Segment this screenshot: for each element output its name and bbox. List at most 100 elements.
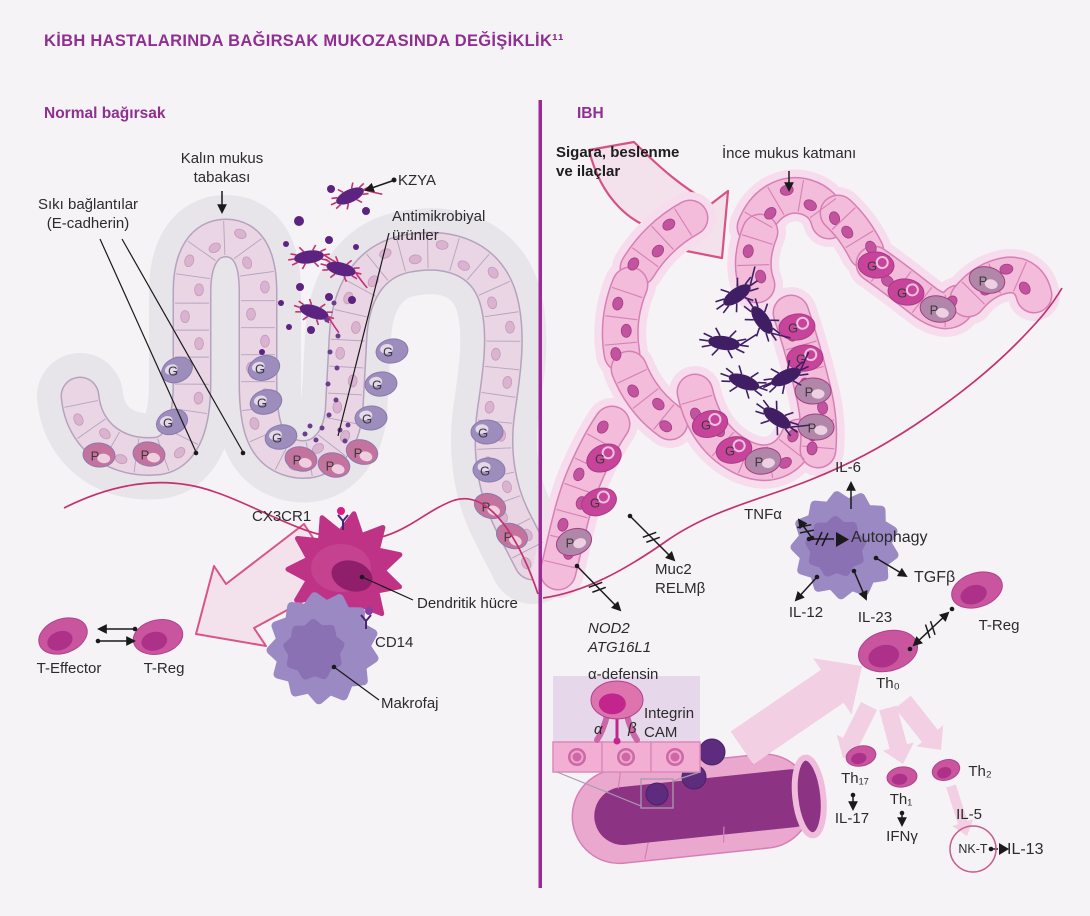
il23-arrow [853,570,868,601]
inset-lymphocyte [590,680,644,720]
t-reg-cell-right [951,571,1003,609]
svg-text:P: P [91,449,100,464]
svg-text:P: P [504,530,513,545]
nod2-arrow [576,565,622,612]
label-antimicrobial: Antimikrobiyal ürünler [392,208,486,244]
svg-text:G: G [590,496,600,511]
panel-divider [538,100,542,888]
svg-text:G: G [788,321,798,336]
page-title: KİBH HASTALARINDA BAĞIRSAK MUKOZASINDA D… [44,32,564,50]
macrophage-cell-right [790,491,899,600]
svg-text:P: P [805,385,814,400]
svg-text:P: P [808,421,817,436]
svg-text:G: G [595,452,605,467]
muc2-arrow [629,515,676,562]
label-t-effector: T-Effector [36,660,102,677]
zoom-callout-box [640,778,674,809]
nkt-cell-ring [949,825,997,873]
label-smoking-diet-drugs: Sigara, beslenme ve ilaçlar [556,144,680,180]
label-ifng: IFNγ [886,828,918,845]
label-il17: IL-17 [834,810,870,827]
th2-cell [931,759,961,781]
t-reg-cell-left [132,619,184,655]
svg-text:G: G [168,364,178,379]
panel-header-normal: Normal bağırsak [44,105,166,122]
label-tnfa: TNFα [744,506,782,523]
svg-text:G: G [701,418,711,433]
svg-text:G: G [478,426,488,441]
label-integrin-beta: β [628,720,637,737]
label-il13: IL-13 [1007,841,1044,858]
integrin-receptor-icon [594,713,640,745]
svg-text:G: G [725,444,735,459]
svg-text:P: P [566,536,575,551]
bacteria-layer [259,182,810,444]
label-cd14: CD14 [375,634,414,651]
svg-text:G: G [383,345,393,360]
th17-cell [845,745,877,767]
label-thick-mucus: Kalın mukus tabakası [180,150,264,186]
label-il12: IL-12 [788,604,824,621]
membrane-cells [552,741,701,773]
label-t-reg-left: T-Reg [143,660,185,677]
svg-text:P: P [293,453,302,468]
blood-vessel [571,738,827,865]
svg-text:G: G [897,286,907,301]
svg-text:G: G [372,378,382,393]
label-dendritic-cell: Dendritik hücre [417,595,518,612]
label-th1: Th₁ [889,791,913,808]
label-il23: IL-23 [857,609,893,626]
il12-arrow [794,576,818,602]
svg-text:P: P [354,446,363,461]
label-cx3cr1: CX3CR1 [252,508,312,525]
label-t-reg-right: T-Reg [978,617,1020,634]
kzya-arrow [364,180,393,193]
svg-text:P: P [141,448,150,463]
label-tgfb: TGFβ [914,569,956,586]
t-effector-cell [38,617,88,655]
left-epithelium [60,218,553,581]
svg-text:P: P [326,459,335,474]
label-il6: IL-6 [835,459,861,476]
svg-text:G: G [257,396,267,411]
svg-text:G: G [867,259,877,274]
tgfb-arrow [875,557,908,578]
svg-text:G: G [272,431,282,446]
svg-text:P: P [979,274,988,289]
label-th0: Th₀ [876,675,900,692]
label-nod2-atg16l1: NOD2 ATG16L1 [588,620,652,656]
macrophage-cell-left [266,592,379,705]
tnfa-arrow [797,518,813,539]
svg-text:G: G [163,416,173,431]
cd14-receptor-icon [360,607,373,629]
label-th2: Th₂ [968,763,992,780]
th0-treg-blocked-arrow [912,611,950,647]
panel-header-ibh: IBH [577,105,604,122]
label-th17: Th₁₇ [841,770,869,787]
label-muc2-relmb: Muc2 RELMβ [655,561,706,597]
label-integrin-alpha: α [594,721,603,738]
label-integrin-cam: Integrin CAM [644,705,695,741]
differentiation-arrows [730,658,974,836]
label-kzya: KZYA [398,172,437,189]
svg-text:P: P [930,303,939,318]
svg-text:P: P [755,455,764,470]
svg-text:G: G [796,352,806,367]
annotation-arrows [95,171,1009,873]
svg-text:G: G [480,464,490,479]
th1-cell [886,766,918,788]
cx3cr1-receptor-icon [337,507,349,530]
leukocyte [698,738,726,766]
svg-text:G: G [362,412,372,427]
label-tight-junctions: Sıkı bağlantılar (E-cadherin) [37,196,139,232]
label-nkt: NK-T [958,842,988,856]
label-a-defensin: α-defensin [588,666,659,683]
svg-text:G: G [255,362,265,377]
label-il5: IL-5 [956,806,982,823]
th0-cell [857,629,919,673]
leukocyte [645,782,669,806]
label-macrophage: Makrofaj [381,695,439,712]
